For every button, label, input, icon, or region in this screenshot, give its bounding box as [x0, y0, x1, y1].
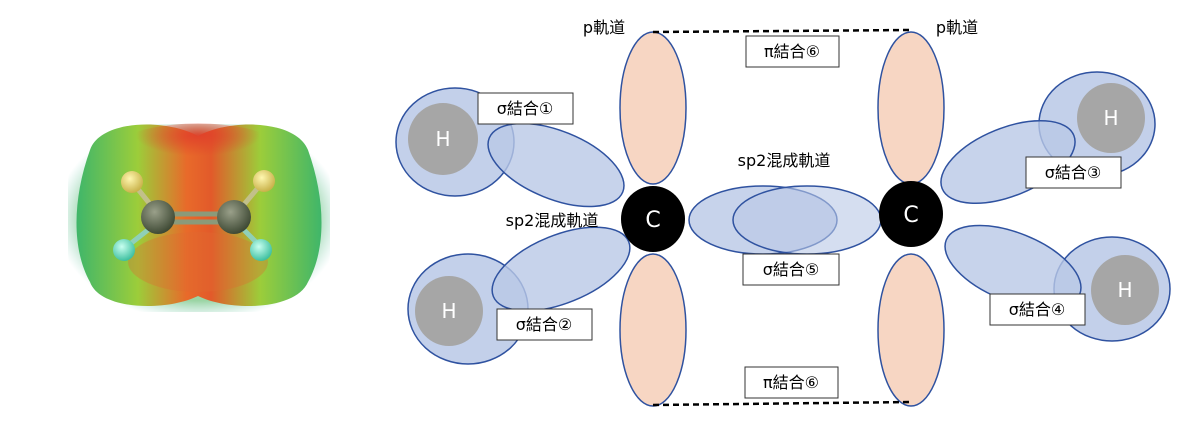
svg-text:σ結合④: σ結合④: [1009, 300, 1066, 319]
carbon-left-symbol: C: [645, 208, 660, 233]
p-orbital-left-bottom: [619, 253, 687, 407]
svg-text:σ結合⑤: σ結合⑤: [763, 260, 820, 279]
sigma-bond-label-3: σ結合③: [1025, 156, 1122, 189]
hydrogen-4-symbol: H: [1117, 278, 1132, 302]
p-orbital-left-top: [619, 31, 687, 185]
carbon-atom-left: C: [621, 186, 685, 252]
pi-bond-label-top: π結合⑥: [745, 35, 840, 68]
electrostatic-potential-map: [68, 123, 330, 312]
sigma-bond-label-4: σ結合④: [989, 293, 1086, 326]
p-orbital-right-top: [877, 31, 945, 185]
carbon-atom-right: C: [879, 181, 943, 247]
p-orbital-label-right: p軌道: [936, 18, 978, 37]
pi-bond-bottom-line: [652, 400, 912, 407]
sp2-orbital-center-right: [732, 185, 882, 255]
hydrogen-3-symbol: H: [1103, 106, 1118, 130]
carbon-right-symbol: C: [903, 203, 918, 228]
pi-bond-top-line: [652, 28, 912, 34]
hydrogen-2-symbol: H: [441, 299, 456, 323]
svg-text:σ結合③: σ結合③: [1045, 163, 1102, 182]
p-orbital-right-bottom: [877, 253, 945, 407]
sp2-orbital-left-upper: [487, 122, 625, 208]
sp2-orbital-left-lower: [491, 226, 631, 312]
p-orbital-label-left: p軌道: [583, 18, 625, 37]
pi-bond-label-bottom: π結合⑥: [744, 366, 839, 399]
hydrogen-1-symbol: H: [435, 127, 450, 151]
sigma-bond-label-2: σ結合②: [496, 308, 593, 341]
sp2-hybrid-label-center: sp2混成軌道: [738, 151, 831, 170]
sigma-bond-label-5: σ結合⑤: [742, 253, 840, 286]
svg-text:π結合⑥: π結合⑥: [764, 42, 820, 61]
svg-text:π結合⑥: π結合⑥: [763, 373, 819, 392]
svg-text:σ結合②: σ結合②: [516, 315, 573, 334]
sp2-hybrid-label-left: sp2混成軌道: [506, 211, 599, 230]
svg-text:σ結合①: σ結合①: [497, 99, 554, 118]
sigma-bond-label-1: σ結合①: [477, 92, 574, 125]
